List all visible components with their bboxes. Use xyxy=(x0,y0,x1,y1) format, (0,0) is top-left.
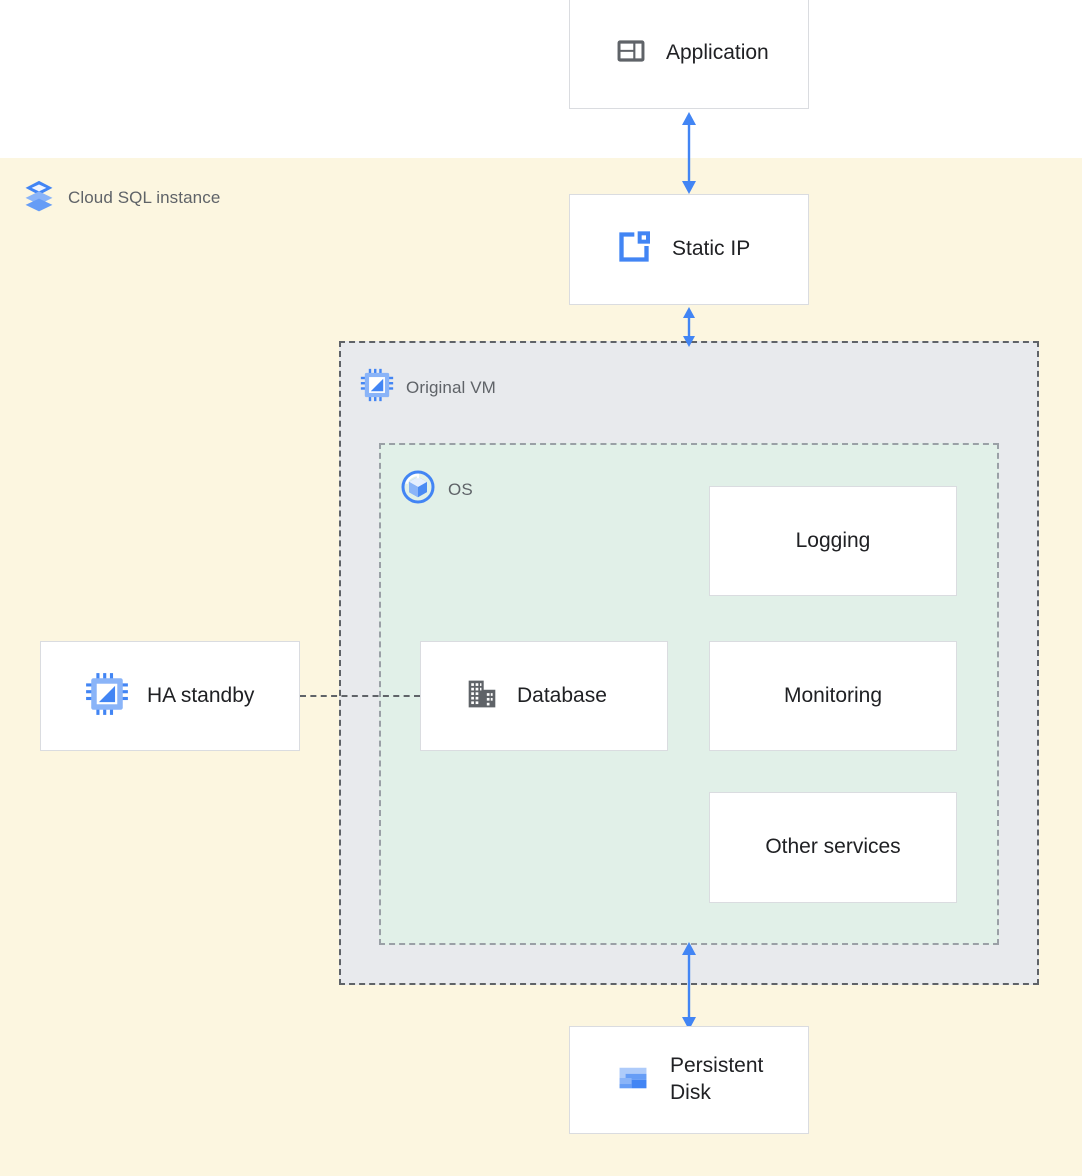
arrow-static-ip-original-vm xyxy=(683,307,695,347)
os-icon xyxy=(400,469,436,510)
static-ip-icon xyxy=(614,227,654,272)
database-icon xyxy=(465,677,499,716)
node-other-services-label: Other services xyxy=(765,835,901,859)
application-icon xyxy=(614,34,648,73)
node-application[interactable]: Application xyxy=(569,0,809,109)
os-label: OS xyxy=(400,469,473,510)
vm-chip-icon xyxy=(360,368,394,407)
node-ha-standby-label: HA standby xyxy=(147,683,255,707)
node-ha-standby[interactable]: HA standby xyxy=(40,641,300,751)
os-label-text: OS xyxy=(448,479,473,499)
node-application-label: Application xyxy=(666,41,769,65)
vm-chip-icon xyxy=(85,672,129,721)
node-persistent-disk-label: Persistent Disk xyxy=(670,1054,764,1104)
link-ha-standby-database xyxy=(300,695,420,697)
original-vm-label: Original VM xyxy=(360,368,496,407)
arrow-os-persistent-disk xyxy=(682,942,696,1030)
node-monitoring[interactable]: Monitoring xyxy=(709,641,957,751)
node-monitoring-label: Monitoring xyxy=(783,683,883,707)
arrow-application-static-ip xyxy=(682,112,696,194)
node-logging[interactable]: Logging xyxy=(709,486,957,596)
node-database[interactable]: Database xyxy=(420,641,668,751)
node-other-services[interactable]: Other services xyxy=(709,792,957,903)
cloud-sql-icon xyxy=(22,178,56,217)
persistent-disk-icon xyxy=(614,1059,652,1102)
node-persistent-disk[interactable]: Persistent Disk xyxy=(569,1026,809,1134)
node-static-ip[interactable]: Static IP xyxy=(569,194,809,305)
cloud-sql-instance-label: Cloud SQL instance xyxy=(22,178,220,217)
node-database-label: Database xyxy=(517,683,607,707)
node-logging-label: Logging xyxy=(795,528,871,552)
cloud-sql-instance-label-text: Cloud SQL instance xyxy=(68,187,221,207)
original-vm-label-text: Original VM xyxy=(406,377,496,397)
node-static-ip-label: Static IP xyxy=(672,237,751,261)
